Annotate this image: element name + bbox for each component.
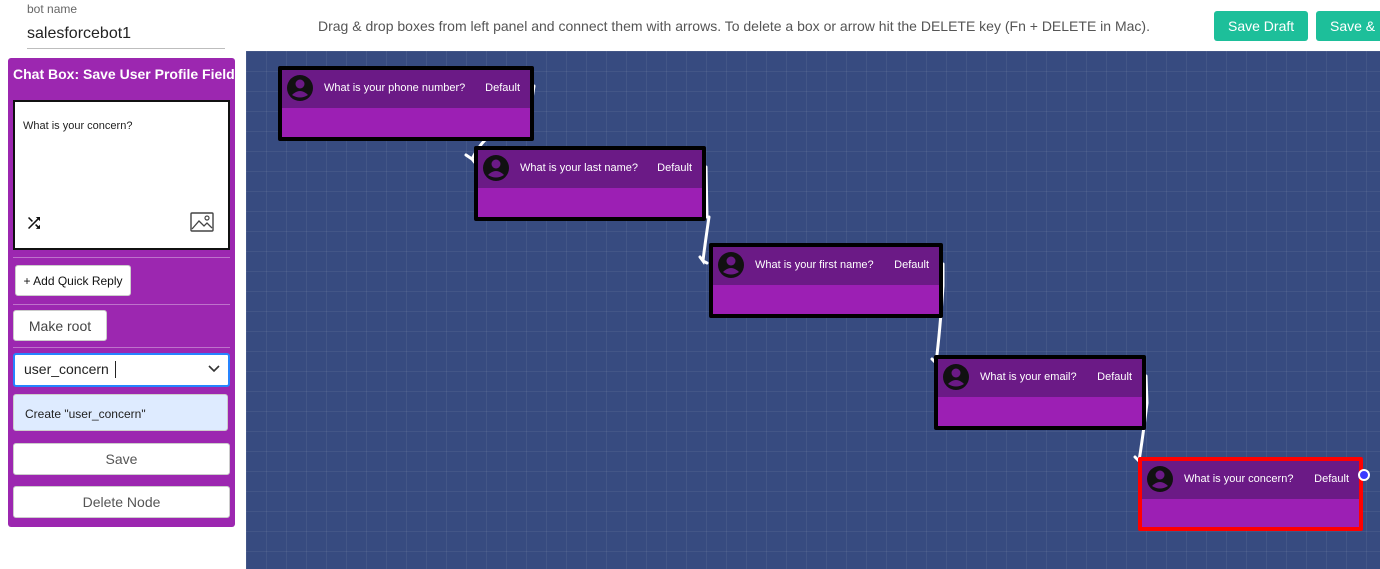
message-editor[interactable]: What is your concern?: [13, 100, 230, 250]
node-title: What is your email?: [980, 371, 1077, 383]
flow-node[interactable]: What is your first name? Default: [709, 243, 943, 318]
text-caret: [115, 361, 116, 378]
save-deploy-button[interactable]: Save & D: [1316, 11, 1380, 41]
user-avatar-icon: [718, 252, 744, 278]
node-header[interactable]: What is your phone number? Default: [282, 70, 530, 108]
delete-node-button[interactable]: Delete Node: [13, 486, 230, 518]
node-header[interactable]: What is your last name? Default: [478, 150, 702, 188]
node-title: What is your phone number?: [324, 82, 466, 94]
profile-field-select[interactable]: user_concern: [13, 353, 230, 387]
flow-node[interactable]: What is your last name? Default: [474, 146, 706, 221]
node-title: What is your concern?: [1184, 473, 1294, 485]
node-tag: Default: [894, 259, 929, 271]
instructions-text: Drag & drop boxes from left panel and co…: [318, 18, 1150, 34]
node-title: What is your last name?: [520, 162, 638, 174]
divider: [13, 257, 230, 258]
save-draft-button[interactable]: Save Draft: [1214, 11, 1308, 41]
node-tag: Default: [657, 162, 692, 174]
connector-arrow[interactable]: [698, 165, 711, 265]
output-port-handle[interactable]: [1358, 469, 1370, 481]
divider: [13, 347, 230, 348]
bot-name-label: bot name: [27, 2, 78, 16]
profile-field-select-value[interactable]: user_concern: [24, 361, 109, 377]
node-header[interactable]: What is your email? Default: [938, 359, 1142, 397]
image-icon[interactable]: [190, 212, 214, 232]
message-text[interactable]: What is your concern?: [23, 120, 133, 132]
user-avatar-icon: [1147, 466, 1173, 492]
user-avatar-icon: [943, 364, 969, 390]
node-title: What is your first name?: [755, 259, 874, 271]
node-header[interactable]: What is your concern? Default: [1142, 461, 1359, 499]
flow-canvas[interactable]: What is your phone number? Default What …: [246, 51, 1380, 569]
divider: [13, 304, 230, 305]
flow-node[interactable]: What is your phone number? Default: [278, 66, 534, 141]
save-button[interactable]: Save: [13, 443, 230, 475]
flow-node-selected[interactable]: What is your concern? Default: [1138, 457, 1363, 531]
bot-name-input[interactable]: [27, 20, 225, 49]
chevron-down-icon[interactable]: [208, 364, 220, 374]
node-tag: Default: [485, 82, 520, 94]
create-field-option[interactable]: Create "user_concern": [13, 394, 228, 431]
make-root-button[interactable]: Make root: [13, 310, 107, 341]
node-tag: Default: [1097, 371, 1132, 383]
add-quick-reply-button[interactable]: + Add Quick Reply: [15, 265, 131, 296]
node-header[interactable]: What is your first name? Default: [713, 247, 939, 285]
flow-node[interactable]: What is your email? Default: [934, 355, 1146, 430]
node-tag: Default: [1314, 473, 1349, 485]
user-avatar-icon: [287, 75, 313, 101]
node-editor-panel: Chat Box: Save User Profile Field What i…: [8, 58, 235, 527]
create-field-option-label: Create "user_concern": [25, 407, 146, 421]
shuffle-icon[interactable]: [25, 214, 43, 232]
user-avatar-icon: [483, 155, 509, 181]
panel-title: Chat Box: Save User Profile Field: [13, 66, 235, 82]
